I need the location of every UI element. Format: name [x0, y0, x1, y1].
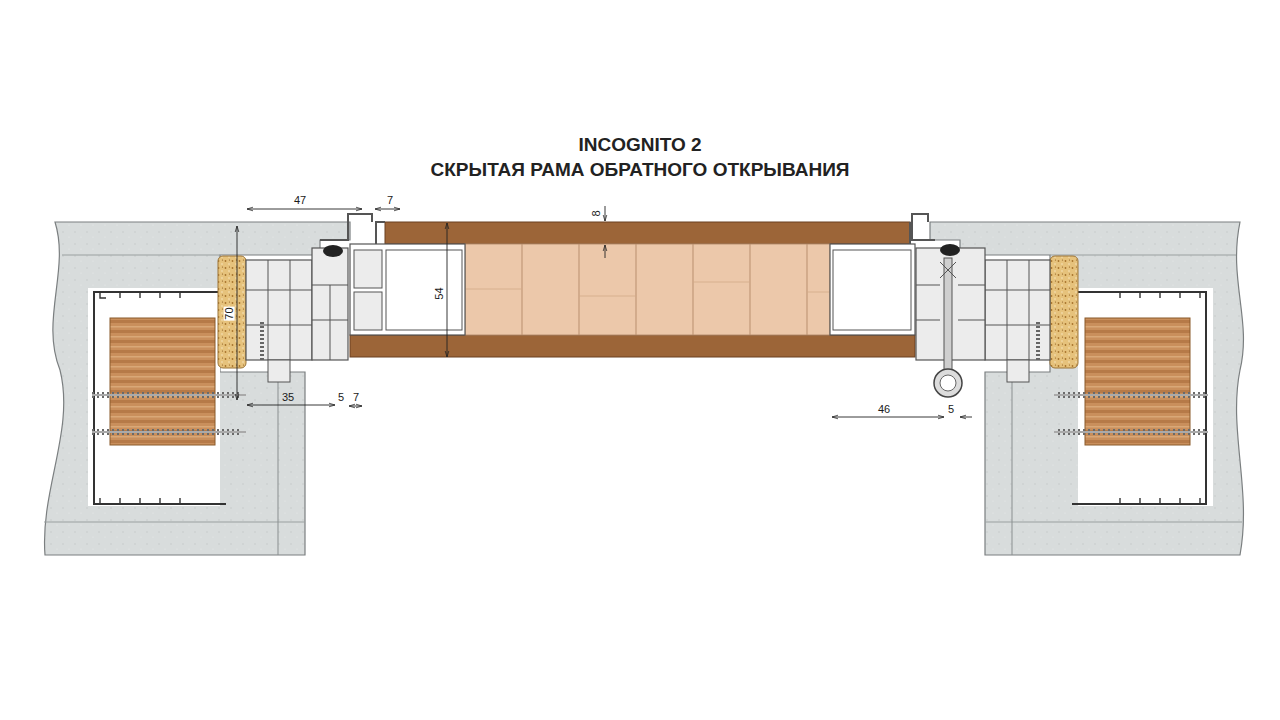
right-wall-part — [1050, 256, 1078, 368]
door-leaf-part — [909, 222, 911, 244]
right-frame-part — [940, 244, 960, 256]
right-wall-part — [1054, 394, 1208, 396]
left-wall-part — [218, 256, 246, 368]
dimension-value: 54 — [434, 286, 445, 300]
dimension-lines-part — [605, 206, 606, 221]
dimension-value: 70 — [224, 306, 235, 320]
dimension-value: 5 — [337, 392, 345, 403]
dimension-value: 5 — [947, 404, 955, 415]
left-wall-part — [110, 318, 215, 445]
door-leaf-part — [830, 244, 915, 335]
dimension-lines-part — [605, 245, 606, 258]
left-wall-part — [278, 372, 279, 555]
door-leaf-part — [385, 222, 910, 244]
dimension-lines — [237, 206, 972, 417]
right-frame-part — [1036, 322, 1040, 360]
door-leaf-part — [354, 292, 382, 330]
right-frame-part — [1007, 360, 1029, 382]
door-leaf-part — [386, 250, 462, 330]
door-leaf-part — [376, 222, 385, 244]
dimension-value: 7 — [352, 392, 360, 403]
left-wall-part — [92, 394, 246, 396]
dimension-lines-part — [247, 405, 335, 406]
dimension-value: 46 — [877, 404, 891, 415]
dimension-lines-part — [960, 417, 972, 418]
dimension-lines-part — [349, 406, 362, 407]
door-leaf-part — [354, 250, 382, 288]
drawing-title: INCOGNITO 2 — [578, 135, 701, 154]
right-frame — [912, 214, 1050, 397]
drawing-subtitle: СКРЫТАЯ РАМА ОБРАТНОГО ОТКРЫВАНИЯ — [431, 160, 850, 179]
dimension-lines-part — [832, 417, 944, 418]
right-frame-part — [940, 375, 956, 391]
door-leaf-part — [465, 282, 830, 296]
door-leaf-part — [833, 250, 911, 330]
left-frame-part — [268, 360, 290, 382]
dimension-value: 8 — [591, 209, 602, 217]
dimension-lines-part — [247, 209, 362, 210]
dimension-value: 7 — [386, 195, 394, 206]
dimension-value: 35 — [281, 392, 295, 403]
dimension-lines-part — [375, 209, 400, 210]
dimension-lines-part — [447, 223, 448, 357]
door-leaf-part — [465, 244, 830, 335]
dimension-value: 47 — [293, 195, 307, 206]
right-wall-part — [1085, 318, 1190, 445]
left-wall-part — [92, 431, 246, 433]
door-leaf-part — [522, 244, 807, 335]
right-frame-part — [912, 214, 935, 240]
left-frame-part — [246, 260, 312, 360]
right-frame-part — [985, 260, 1050, 360]
left-wall-part — [45, 222, 350, 555]
right-wall-part — [985, 522, 1242, 523]
left-frame-part — [320, 214, 372, 240]
door-leaf-part — [350, 335, 915, 357]
left-frame-part — [246, 260, 312, 360]
left-frame-part — [312, 285, 348, 360]
dimension-lines-part — [237, 226, 238, 400]
door-leaf — [350, 222, 915, 357]
left-wall-part — [62, 255, 220, 256]
right-frame-part — [944, 258, 952, 370]
left-wall-part — [44, 522, 305, 523]
door-leaf-part — [350, 244, 465, 335]
right-frame-part — [934, 369, 962, 397]
left-frame-part — [312, 248, 348, 360]
left-wall — [44, 222, 350, 555]
right-frame-part — [940, 262, 956, 278]
left-frame-part — [323, 245, 343, 257]
right-wall-part — [1050, 255, 1236, 256]
right-wall-part — [1012, 372, 1013, 555]
right-frame-part — [985, 260, 1050, 360]
right-wall-part — [1054, 431, 1208, 433]
left-frame-part — [260, 322, 264, 360]
